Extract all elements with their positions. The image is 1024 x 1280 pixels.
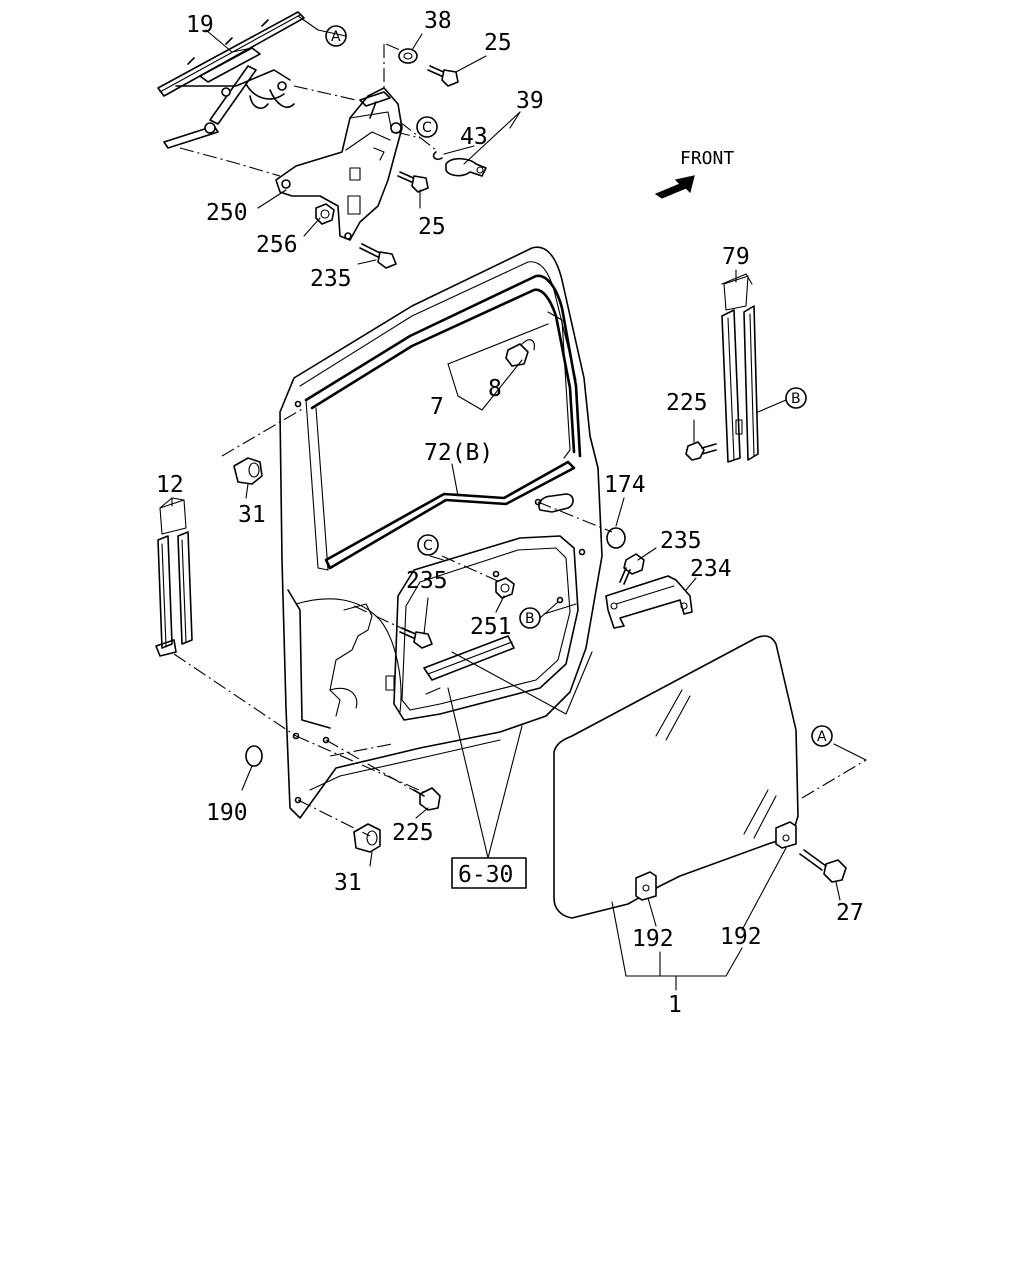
bolt-235-top	[359, 243, 397, 269]
label-250: 250	[206, 200, 248, 226]
callout-c-center: C	[417, 534, 439, 556]
label-192-right: 192	[720, 924, 762, 950]
label-72b: 72(B)	[424, 440, 493, 466]
label-6-30: 6-30	[458, 862, 513, 888]
nut-251	[495, 577, 515, 599]
clip-43	[432, 151, 443, 161]
label-27: 27	[836, 900, 864, 926]
bracket-234	[605, 575, 693, 629]
bolt-225-lower	[413, 787, 441, 811]
door-glass	[553, 635, 799, 919]
washer-38	[398, 48, 418, 64]
label-225-lower: 225	[392, 820, 434, 846]
callout-b-center: B	[519, 607, 541, 629]
bracket-39	[445, 157, 487, 177]
label-1: 1	[668, 992, 682, 1018]
door-panel	[279, 246, 603, 819]
callout-c-center-label: C	[423, 538, 433, 554]
label-235-center: 235	[406, 568, 448, 594]
glass-run-79	[721, 273, 759, 463]
front-arrow: FRONT	[654, 148, 734, 199]
label-79: 79	[722, 244, 750, 270]
bolt-25-mid	[397, 171, 429, 193]
label-12: 12	[156, 472, 184, 498]
regulator-bracket	[275, 87, 403, 241]
leader-lines	[171, 29, 867, 991]
label-25-mid: 25	[418, 214, 446, 240]
label-190: 190	[206, 800, 248, 826]
label-234: 234	[690, 556, 732, 582]
label-25-top: 25	[484, 30, 512, 56]
label-235-top: 235	[310, 266, 352, 292]
label-235-right: 235	[660, 528, 702, 554]
label-225-right: 225	[666, 390, 708, 416]
label-192-left: 192	[632, 926, 674, 952]
label-256: 256	[256, 232, 298, 258]
callout-b-right: B	[785, 387, 807, 409]
label-6-30-box	[451, 857, 527, 889]
grommet-190	[245, 745, 263, 767]
label-8: 8	[488, 376, 502, 402]
stopper-31-upper	[233, 457, 263, 485]
nut-256	[315, 203, 335, 225]
label-19: 19	[186, 12, 214, 38]
label-251: 251	[470, 614, 512, 640]
callout-a-top-label: A	[331, 29, 341, 45]
callout-a-glass: A	[811, 725, 833, 747]
window-regulator-assembly	[157, 11, 319, 149]
label-38: 38	[424, 8, 452, 34]
stopper-31-lower	[353, 823, 381, 853]
bolt-27	[799, 849, 847, 883]
part-labels: 19 38 25 39 43 250 256 25 235 79 7 8 225…	[156, 8, 864, 1018]
label-174: 174	[604, 472, 646, 498]
label-31-upper: 31	[238, 502, 266, 528]
bolt-25-top	[427, 65, 459, 87]
front-label: FRONT	[680, 148, 734, 169]
callout-a-top: A	[325, 25, 347, 47]
callout-c-top: C	[416, 116, 438, 138]
label-31-lower: 31	[334, 870, 362, 896]
grommet-174	[606, 527, 626, 549]
glass-run-12	[155, 497, 193, 657]
callout-b-center-label: B	[525, 611, 535, 627]
bolt-225-right	[685, 441, 717, 461]
callout-b-right-label: B	[791, 391, 801, 407]
callout-c-top-label: C	[422, 120, 432, 136]
label-43: 43	[460, 124, 488, 150]
label-39: 39	[516, 88, 544, 114]
label-7: 7	[430, 394, 444, 420]
callout-a-glass-label: A	[817, 729, 827, 745]
